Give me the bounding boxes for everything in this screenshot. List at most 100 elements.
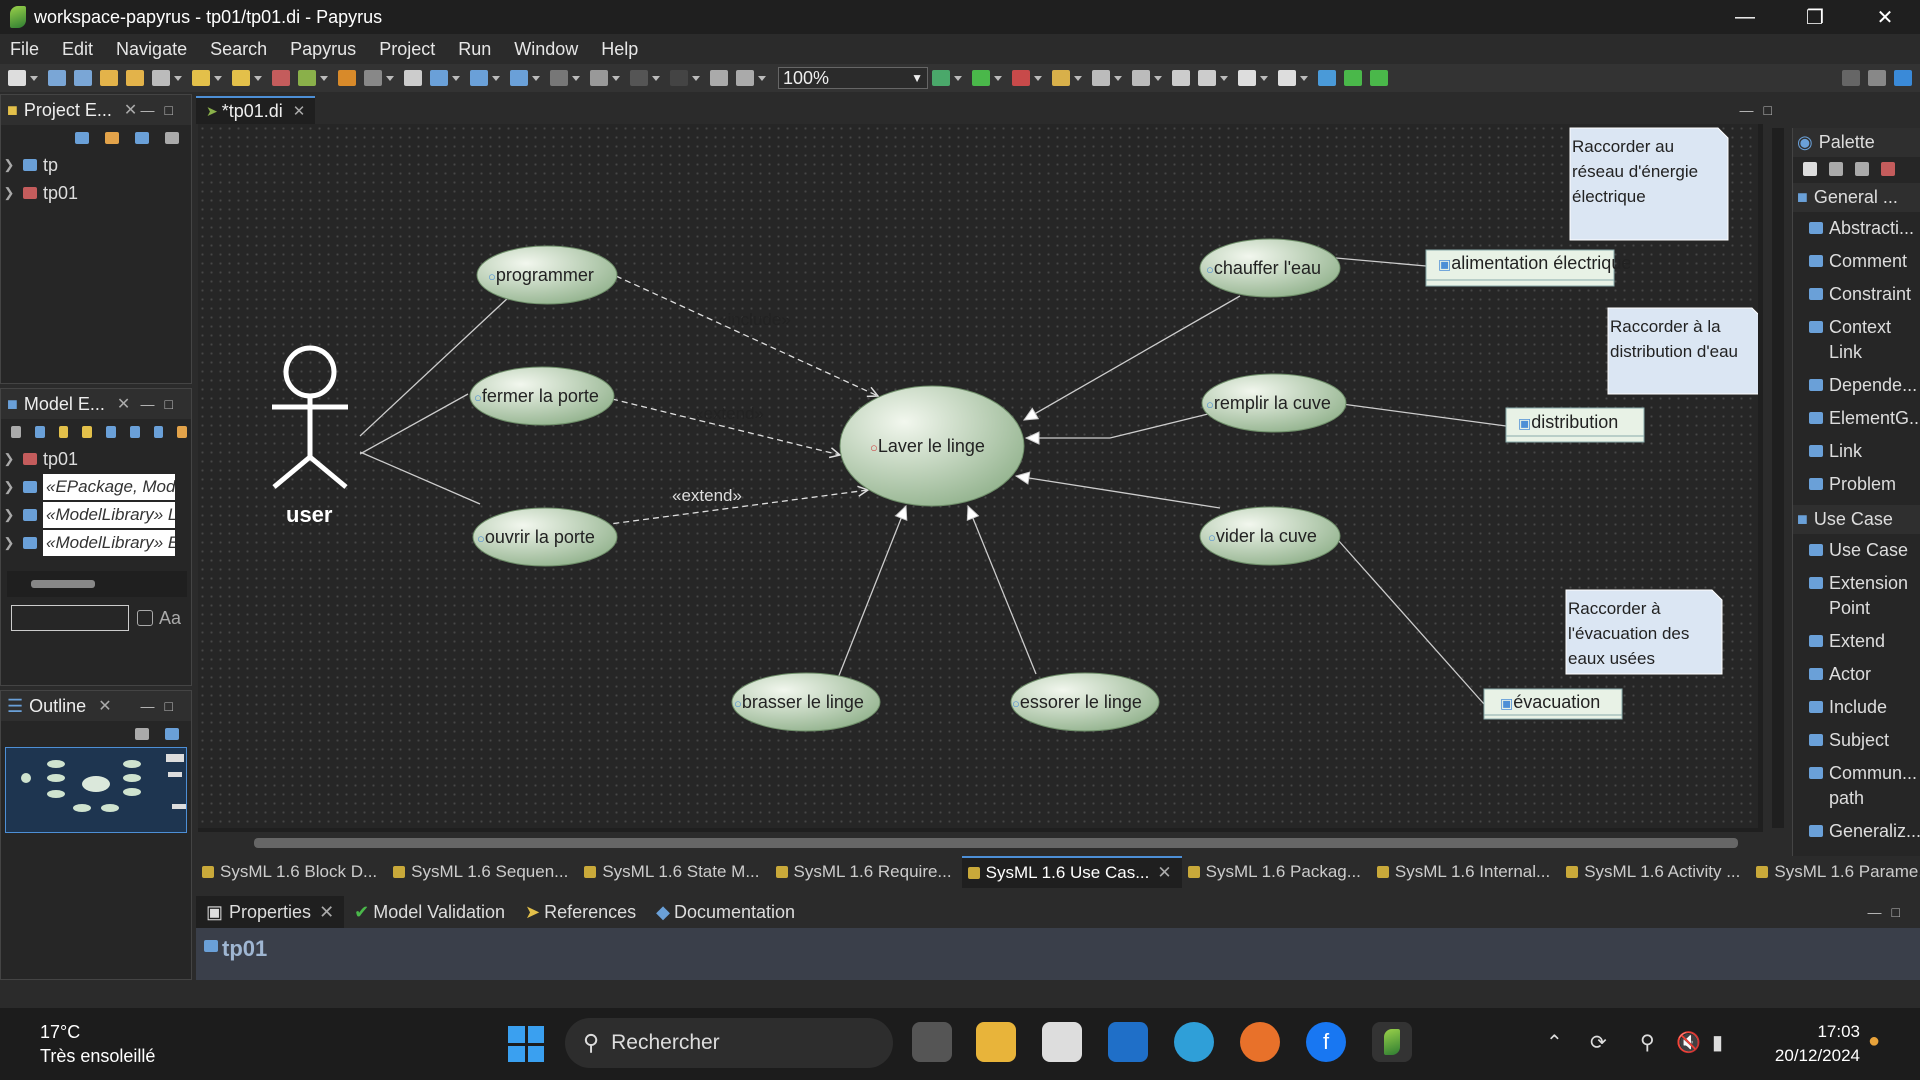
diagram-icon[interactable]	[272, 70, 290, 86]
zoom-select[interactable]: 100%▼	[778, 67, 928, 89]
tab-parametric[interactable]: SysML 1.6 Parame...	[1750, 862, 1920, 882]
tab-block-diagram[interactable]: SysML 1.6 Block D...	[196, 862, 387, 882]
comment-note[interactable]	[1569, 127, 1729, 241]
palette-item[interactable]: Actor	[1793, 658, 1920, 691]
link-editor-icon[interactable]	[105, 132, 119, 144]
tree-item-modellibrary-1[interactable]: ❯«ModelLibrary» L	[1, 501, 191, 529]
taskbar-search[interactable]: ⚲Rechercher	[565, 1018, 893, 1068]
menu-project[interactable]: Project	[379, 38, 436, 59]
outline-overview-icon[interactable]	[165, 728, 179, 740]
tab-sequence-diagram[interactable]: SysML 1.6 Sequen...	[387, 862, 578, 882]
pin-icon[interactable]	[1132, 70, 1150, 86]
diagram-canvas[interactable]: user ○programmer ○fermer la porte ○ouvri…	[198, 124, 1763, 832]
minimize-maximize-icon[interactable]: —□	[140, 102, 183, 118]
usecase-essorer-le-linge[interactable]	[1010, 672, 1160, 732]
usecase-chauffer-leau[interactable]	[1199, 238, 1341, 298]
sync-icon[interactable]: ⟳	[1590, 1032, 1607, 1054]
sync-icon[interactable]	[177, 426, 187, 438]
palette-item[interactable]: Context Link	[1793, 311, 1920, 369]
link-icon[interactable]	[106, 426, 116, 438]
palette-item[interactable]: Abstracti...	[1793, 212, 1920, 245]
fill-color-icon[interactable]	[550, 70, 568, 86]
palette-item[interactable]: Generaliz...	[1793, 815, 1920, 848]
tab-properties[interactable]: ▣Properties✕	[196, 896, 345, 928]
copy-format-icon[interactable]	[404, 70, 422, 86]
palette-item[interactable]: Depende...	[1793, 369, 1920, 402]
model-explorer-title[interactable]: Model E...	[23, 393, 105, 414]
firefox-icon[interactable]	[1240, 1022, 1280, 1062]
distribute-icon[interactable]	[470, 70, 488, 86]
tree-view-icon[interactable]	[34, 426, 45, 438]
tree-item-epackage[interactable]: ❯«EPackage, Mode	[1, 473, 191, 501]
papyrus-app-icon[interactable]	[1372, 1022, 1412, 1062]
usecase-laver-le-linge[interactable]	[839, 385, 1025, 507]
menu-navigate[interactable]: Navigate	[116, 38, 188, 59]
left-green-arrow-icon[interactable]	[1344, 70, 1362, 86]
debug-icon[interactable]	[298, 70, 316, 86]
tab-state-machine[interactable]: SysML 1.6 State M...	[578, 862, 769, 882]
usecase-ouvrir-la-porte[interactable]	[472, 507, 618, 567]
run-icon[interactable]	[932, 70, 950, 86]
sort-icon[interactable]	[82, 426, 92, 438]
perspective-icon[interactable]	[1868, 70, 1886, 86]
filter-input[interactable]	[11, 605, 129, 631]
wifi-icon[interactable]: ⚲	[1640, 1032, 1655, 1054]
maximize-icon[interactable]: ❐	[1806, 6, 1824, 29]
tab-activity[interactable]: SysML 1.6 Activity ...	[1560, 862, 1750, 882]
undo-icon[interactable]	[100, 70, 118, 86]
line-style-icon[interactable]	[630, 70, 648, 86]
edge-icon[interactable]	[1174, 1022, 1214, 1062]
palette-item[interactable]: Comment	[1793, 245, 1920, 278]
papyrus-perspective-icon[interactable]	[1894, 70, 1912, 86]
collapse-all-icon[interactable]	[75, 132, 89, 144]
chevron-right-icon[interactable]: ❯	[3, 479, 15, 494]
close-icon[interactable]: ✕	[98, 698, 112, 715]
minimize-maximize-icon[interactable]: —□	[140, 698, 183, 714]
tab-internal-block[interactable]: SysML 1.6 Internal...	[1371, 862, 1560, 882]
outlook-icon[interactable]	[1108, 1022, 1148, 1062]
menu-window[interactable]: Window	[514, 38, 579, 59]
tab-package[interactable]: SysML 1.6 Packag...	[1182, 862, 1371, 882]
expand-icon[interactable]	[129, 426, 140, 438]
open-type-icon[interactable]	[232, 70, 250, 86]
palette-item[interactable]: Use Case	[1793, 534, 1920, 567]
actor-figure[interactable]	[272, 345, 348, 489]
tree-item-modellibrary-2[interactable]: ❯«ModelLibrary» E	[1, 529, 191, 557]
menu-papyrus[interactable]: Papyrus	[290, 38, 357, 59]
clock[interactable]: 17:03 20/12/2024	[1775, 1020, 1860, 1068]
menu-run[interactable]: Run	[458, 38, 492, 59]
menu-edit[interactable]: Edit	[62, 38, 94, 59]
file-explorer-icon[interactable]	[976, 1022, 1016, 1062]
usecase-brasser-le-linge[interactable]	[731, 672, 881, 732]
close-icon[interactable]: ✕	[123, 102, 138, 119]
palette-item[interactable]: Extension Point	[1793, 567, 1920, 625]
battery-icon[interactable]: ▮	[1712, 1032, 1724, 1054]
comment-note[interactable]	[1565, 589, 1723, 675]
minimize-maximize-icon[interactable]: —□	[1867, 904, 1910, 920]
windows-start-icon[interactable]	[508, 1026, 544, 1062]
stop-icon[interactable]	[1012, 70, 1030, 86]
edit-icon[interactable]	[58, 426, 69, 438]
edit-icon[interactable]	[152, 70, 170, 86]
minimize-maximize-icon[interactable]: —□	[140, 396, 183, 412]
back-arrow-icon[interactable]	[1238, 70, 1256, 86]
palette-item[interactable]: Include	[1793, 691, 1920, 724]
palette-item[interactable]: Extend	[1793, 625, 1920, 658]
project-explorer-title[interactable]: Project E...	[23, 99, 112, 120]
chevron-right-icon[interactable]: ❯	[3, 451, 15, 466]
tree-item-tp01[interactable]: ❯tp01	[1, 179, 191, 207]
store-icon[interactable]	[1042, 1022, 1082, 1062]
close-icon[interactable]: ✕	[1876, 6, 1894, 29]
chevron-right-icon[interactable]: ❯	[3, 185, 15, 200]
palette-drawer-usecase[interactable]: Use Case	[1813, 509, 1893, 529]
zoom-out-icon[interactable]	[1855, 162, 1869, 176]
close-icon[interactable]: ✕	[292, 103, 306, 120]
task-view-icon[interactable]	[912, 1022, 952, 1062]
chevron-right-icon[interactable]: ❯	[3, 507, 15, 522]
back-history-icon[interactable]	[1172, 70, 1190, 86]
tools-icon[interactable]	[1052, 70, 1070, 86]
block-evacuation[interactable]	[1483, 688, 1623, 720]
tab-documentation[interactable]: ◆Documentation	[656, 901, 796, 922]
palette-item[interactable]: Problem	[1793, 468, 1920, 501]
search-icon[interactable]	[1842, 70, 1860, 86]
